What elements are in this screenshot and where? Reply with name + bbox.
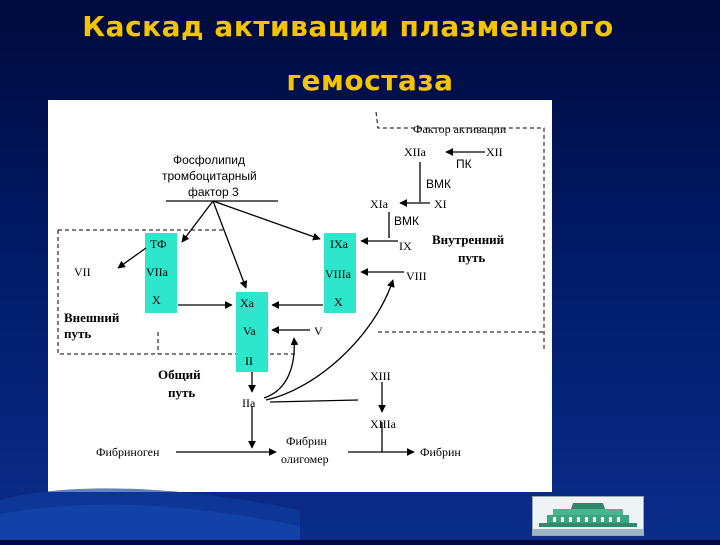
factor-box-xa-va-ii bbox=[236, 292, 268, 372]
label-xii: XII bbox=[486, 145, 503, 159]
pathway-arrows bbox=[117, 148, 485, 456]
label-phospholipid-line2: тромбоцитарный bbox=[162, 169, 257, 183]
label-xiii: XIII bbox=[370, 369, 391, 383]
label-vmk-2: ВМК bbox=[394, 214, 419, 228]
label-iia: IIa bbox=[242, 396, 256, 410]
label-intrinsic-line1: Внутренний bbox=[432, 232, 505, 247]
label-common-line1: Общий bbox=[158, 367, 201, 382]
label-xi: XI bbox=[434, 197, 447, 211]
label-ixa: IXa bbox=[330, 237, 349, 251]
coagulation-cascade-diagram: Фактор активации XIIa XII XIa XI IX VIII… bbox=[48, 100, 552, 492]
factor-box-ixa-viiia-x bbox=[324, 233, 356, 313]
building-logo bbox=[532, 496, 644, 536]
label-vii: VII bbox=[74, 265, 91, 279]
label-common-line2: путь bbox=[168, 385, 195, 400]
label-xiia: XIIa bbox=[404, 145, 427, 159]
label-ii: II bbox=[245, 354, 253, 368]
label-ix: IX bbox=[399, 239, 412, 253]
label-pk: ПК bbox=[456, 157, 472, 171]
label-viii: VIII bbox=[406, 269, 427, 283]
slide-title-line2: гемостаза bbox=[286, 64, 454, 97]
label-xiiia: XIIIa bbox=[370, 417, 397, 431]
label-fibrin-oligomer-line2: олигомер bbox=[281, 452, 329, 466]
label-fibrin-oligomer-line1: Фибрин bbox=[286, 434, 327, 448]
label-intrinsic-line2: путь bbox=[458, 250, 485, 265]
label-activation-factor: Фактор активации bbox=[413, 122, 507, 136]
label-x-left: X bbox=[152, 293, 161, 307]
slide-title-line1: Каскад активации плазменного bbox=[82, 10, 614, 43]
label-xia: XIa bbox=[370, 197, 389, 211]
label-fibrinogen: Фибриноген bbox=[96, 445, 160, 459]
label-phospholipid-line1: Фосфолипид bbox=[173, 153, 245, 167]
label-v: V bbox=[314, 324, 323, 338]
label-extrinsic-line1: Внешний bbox=[64, 310, 120, 325]
label-viiia: VIIIa bbox=[325, 267, 352, 281]
label-x-right: X bbox=[334, 295, 343, 309]
factor-box-tf-viia-x bbox=[145, 233, 177, 313]
label-xa: Xa bbox=[240, 296, 255, 310]
region-borders bbox=[57, 111, 545, 355]
label-tf: ТФ bbox=[150, 237, 167, 251]
label-fibrin: Фибрин bbox=[420, 445, 461, 459]
label-vmk-1: ВМК bbox=[426, 177, 451, 191]
label-phospholipid-line3: фактор 3 bbox=[188, 185, 239, 199]
label-va: Va bbox=[243, 324, 256, 338]
decorative-hill bbox=[0, 470, 300, 540]
label-viia: VIIa bbox=[146, 265, 169, 279]
label-extrinsic-line2: путь bbox=[64, 326, 91, 341]
